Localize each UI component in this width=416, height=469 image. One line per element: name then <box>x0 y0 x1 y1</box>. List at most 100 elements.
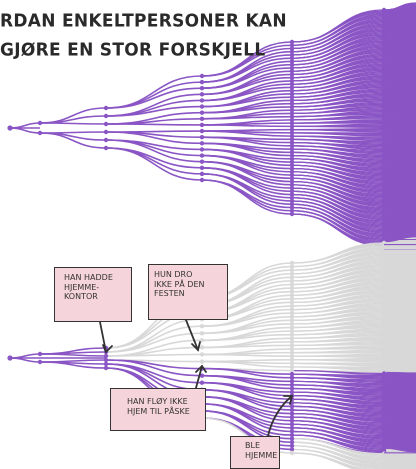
upper-tree-node <box>289 146 295 152</box>
upper-tree-branch <box>105 118 203 125</box>
lower-tree-branch <box>291 402 385 414</box>
upper-tree-branch <box>291 60 385 79</box>
lower-tree-node <box>289 368 295 373</box>
callout-no-easter-flight: HAN FLØY IKKE HJEM TIL PÅSKE <box>110 388 206 431</box>
upper-tree-branch <box>201 148 293 167</box>
upper-tree-branch <box>291 180 385 203</box>
lower-tree-node <box>289 267 295 273</box>
upper-tree-branch <box>201 67 293 90</box>
upper-tree-node <box>37 130 43 136</box>
lower-tree-node <box>289 382 295 388</box>
upper-tree-branch <box>201 173 293 206</box>
lower-tree-branch <box>291 452 356 469</box>
lower-tree-node <box>199 359 205 364</box>
lower-tree-branch <box>291 326 385 332</box>
upper-tree-branch <box>291 91 385 102</box>
lower-tree-branch <box>291 296 385 307</box>
upper-tree-branch <box>201 96 293 108</box>
lower-tree-branch <box>291 284 385 296</box>
upper-tree-node <box>199 73 205 79</box>
lower-tree-branch <box>291 366 385 371</box>
lower-tree-branch <box>291 387 385 397</box>
callout-pointer-home-office-head <box>102 344 113 354</box>
lower-tree-branch <box>291 301 385 311</box>
callout-home-office: HAN HADDE HJEMME- KONTOR <box>54 267 132 322</box>
lower-tree-branch <box>383 467 399 469</box>
lower-tree-branch <box>201 403 293 433</box>
callout-pointer-stayed-home-head <box>283 395 294 405</box>
upper-tree-node <box>199 141 205 146</box>
lower-tree-branch <box>291 420 385 436</box>
upper-tree-branch <box>291 177 385 199</box>
lower-tree-branch <box>291 409 385 423</box>
upper-tree-node <box>199 177 205 183</box>
lower-tree-branch <box>291 369 385 376</box>
upper-tree-node <box>199 153 205 158</box>
upper-tree-node <box>289 75 295 80</box>
lower-tree-branch <box>201 360 293 368</box>
upper-tree-node <box>199 116 205 122</box>
lower-tree-node <box>289 361 295 366</box>
lower-tree-node <box>289 300 295 305</box>
upper-tree-branch <box>291 190 385 216</box>
upper-tree-node <box>289 46 295 51</box>
lower-tree-branch <box>291 322 385 329</box>
lower-tree-node <box>289 422 295 427</box>
lower-tree-branch <box>291 359 385 363</box>
lower-tree-branch <box>291 254 385 271</box>
lower-tree-branch <box>201 374 293 390</box>
lower-tree-node <box>289 379 295 384</box>
upper-tree-branch <box>201 124 293 128</box>
lower-tree-node <box>289 450 295 456</box>
upper-tree-branch <box>201 130 293 137</box>
upper-tree-node <box>289 88 295 93</box>
lower-tree-node <box>199 380 205 385</box>
upper-tree-node <box>289 163 295 168</box>
upper-tree-node <box>289 169 295 175</box>
lower-tree-branch <box>291 405 385 418</box>
upper-tree-node <box>289 179 295 184</box>
upper-tree-branch <box>201 86 293 102</box>
lower-tree-branch <box>291 416 385 431</box>
upper-tree-branch <box>201 142 293 154</box>
upper-tree-node <box>289 192 295 197</box>
upper-tree-node <box>289 49 295 54</box>
upper-tree-branch <box>291 39 385 63</box>
lower-tree-node <box>289 357 295 362</box>
lower-tree-node <box>289 440 295 445</box>
lower-tree-branch <box>291 380 385 389</box>
upper-tree-branch <box>105 87 203 109</box>
lower-tree-node <box>289 343 295 348</box>
lower-tree-node <box>289 264 295 269</box>
lower-tree-node <box>199 345 205 350</box>
upper-tree-branch <box>39 107 107 124</box>
upper-tree-branch <box>291 82 385 95</box>
upper-tree-branch <box>291 125 385 129</box>
upper-tree-branch <box>291 21 385 50</box>
lower-tree-node <box>289 318 295 323</box>
lower-tree-node <box>289 321 295 327</box>
upper-tree-branch <box>39 115 107 124</box>
upper-tree-branch <box>291 52 385 72</box>
upper-tree-branch <box>291 164 385 181</box>
lower-tree-node <box>199 324 205 329</box>
lower-tree-branch <box>291 318 385 325</box>
lower-tree-node <box>103 365 109 371</box>
lower-tree-branch <box>291 275 385 289</box>
lower-tree-branch <box>291 271 385 286</box>
lower-tree-branch <box>291 355 385 359</box>
lower-tree-branch <box>291 391 385 401</box>
callout-pointer-party-head <box>191 341 201 352</box>
upper-tree-node <box>199 171 205 177</box>
upper-tree-node <box>103 129 109 135</box>
lower-tree-branch <box>291 384 385 393</box>
lower-tree-node <box>289 293 295 298</box>
lower-tree-node <box>289 303 295 309</box>
upper-tree-node <box>289 198 295 204</box>
upper-tree-node <box>289 195 295 200</box>
lower-tree-node <box>289 425 295 431</box>
upper-tree-node <box>199 159 205 164</box>
lower-tree-node <box>289 354 295 359</box>
lower-tree-node <box>289 332 295 337</box>
lower-tree-node <box>289 418 295 423</box>
